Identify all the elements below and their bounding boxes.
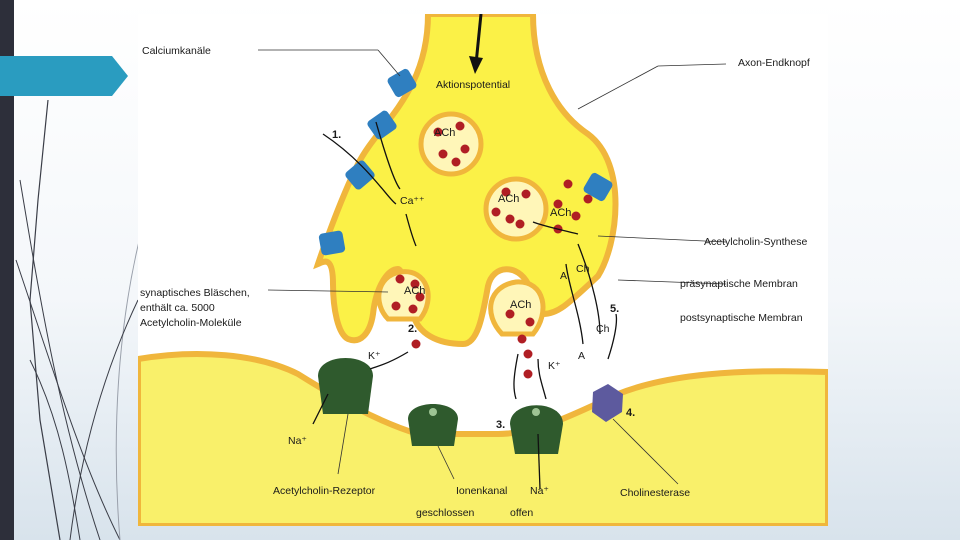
axon-terminal — [313, 14, 619, 348]
label-k: K⁺ — [368, 350, 381, 362]
label-ach: ACh — [498, 193, 519, 205]
synapse-diagram: Calciumkanäle Aktionspotential Axon-Endk… — [138, 14, 828, 526]
label-acetylcholin-synthese: Acetylcholin-Synthese — [704, 236, 807, 248]
postsynaptic-cell — [138, 351, 828, 526]
label-ionenkanal-1: Ionenkanal — [456, 485, 507, 497]
label-cholinesterase: Cholinesterase — [620, 487, 690, 499]
label-a: A — [578, 350, 585, 362]
label-a: A — [560, 270, 567, 282]
label-praesynaptische-membran: präsynaptische Membran — [680, 278, 798, 290]
acetylcholine-receptor-icon — [318, 358, 563, 454]
label-rezeptor: Acetylcholin-Rezeptor — [273, 485, 376, 497]
label-ach: ACh — [434, 127, 455, 139]
calcium-channel-icon — [318, 68, 613, 256]
step-2: 2. — [408, 323, 417, 335]
step-3: 3. — [496, 419, 505, 431]
label-k: K⁺ — [548, 360, 561, 372]
label-ch: Ch — [596, 323, 610, 335]
label-na: Na⁺ — [288, 435, 307, 447]
label-ach: ACh — [550, 207, 571, 219]
label-ionenkanal-2: geschlossen — [416, 507, 475, 519]
label-aktionspotential: Aktionspotential — [436, 79, 510, 91]
decorative-lines — [15, 99, 151, 540]
label-ach: ACh — [404, 285, 425, 297]
synaptic-vesicle — [418, 111, 549, 242]
label-calciumkanaele: Calciumkanäle — [142, 45, 211, 57]
step-1: 1. — [332, 129, 341, 141]
label-ca: Ca⁺⁺ — [400, 195, 425, 207]
label-postsynaptische-membran: postsynaptische Membran — [680, 312, 803, 324]
label-blaeschen-2: enthält ca. 5000 — [140, 302, 215, 314]
label-na: Na⁺ — [530, 485, 549, 497]
label-axon-endknopf: Axon-Endknopf — [738, 57, 810, 69]
label-ch: Ch — [576, 263, 590, 275]
step-4: 4. — [626, 407, 635, 419]
label-blaeschen-3: Acetylcholin-Moleküle — [140, 317, 242, 329]
side-bar — [0, 0, 14, 540]
step-5: 5. — [610, 303, 619, 315]
label-offen: offen — [510, 507, 533, 519]
accent-tab-arrow — [0, 56, 128, 96]
label-ach: ACh — [510, 299, 531, 311]
cholinesterase-icon — [592, 384, 623, 422]
label-blaeschen-1: synaptisches Bläschen, — [140, 287, 250, 299]
